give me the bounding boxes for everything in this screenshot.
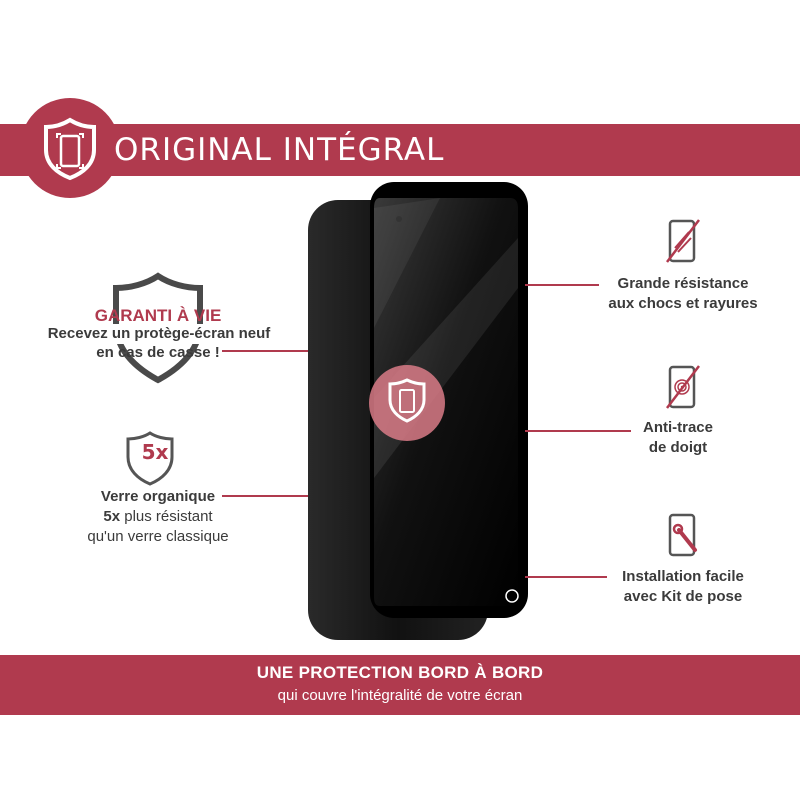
warranty-title: GARANTI À VIE xyxy=(94,306,222,325)
warranty-connector-line xyxy=(222,350,308,352)
warranty-line1: Recevez un protège-écran neuf xyxy=(14,324,304,344)
cracked-phone-icon xyxy=(666,219,700,263)
feature-fingerprint-line1: Anti-trace xyxy=(642,419,713,436)
glass-line3: qu'un verre classique xyxy=(87,528,229,545)
feature-impact-line2: aux chocs et rayures xyxy=(608,295,758,312)
warranty-shield-icon xyxy=(113,272,203,384)
footer-band: UNE PROTECTION BORD À BORD qui couvre l'… xyxy=(0,655,800,715)
wrench-phone-icon xyxy=(668,513,697,557)
feature-fingerprint-connector-line xyxy=(525,430,631,432)
header-badge xyxy=(20,98,120,198)
fingerprint-phone-icon xyxy=(666,365,700,409)
footer-subtitle: qui couvre l'intégralité de votre écran xyxy=(277,687,523,704)
glass-line2-rest: plus résistant xyxy=(120,508,213,525)
shield-phone-icon xyxy=(44,117,96,181)
strength-shield-icon xyxy=(126,431,174,486)
strength-badge-label: 5x xyxy=(141,440,169,464)
warranty-line2: en cas de casse ! xyxy=(96,344,220,361)
feature-install-line1: Installation facile xyxy=(622,568,744,585)
glass-title: Verre organique xyxy=(100,488,216,505)
feature-impact-line1: Grande résistance xyxy=(617,275,749,292)
glass-line2-bold: 5x xyxy=(103,508,121,525)
feature-install-connector-line xyxy=(525,576,607,578)
feature-impact-connector-line xyxy=(525,284,599,286)
header-band xyxy=(0,124,800,176)
feature-fingerprint-line2: de doigt xyxy=(648,439,708,456)
feature-install-line2: avec Kit de pose xyxy=(623,588,743,605)
header-title: ORIGINAL INTÉGRAL xyxy=(114,132,445,168)
phone-illustration xyxy=(308,182,528,640)
glass-line2: 5x plus résistant xyxy=(60,507,256,527)
glass-connector-line xyxy=(222,495,308,497)
footer-title: UNE PROTECTION BORD À BORD xyxy=(256,663,544,682)
